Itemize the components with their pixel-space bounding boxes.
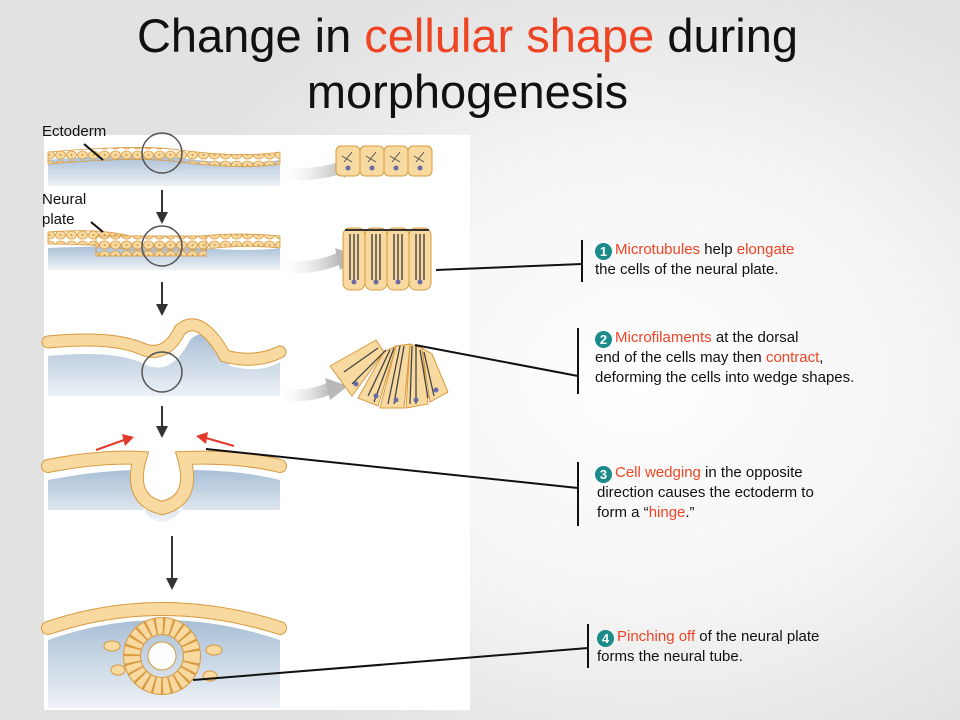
- cuboidal-cells-closeup: [335, 145, 433, 177]
- step-3-badge: 3: [595, 466, 612, 483]
- hinge-text: hinge: [648, 504, 686, 521]
- title-accent-text: cellular shape: [364, 9, 655, 62]
- title-line-1: Change in cellular shape during: [0, 8, 935, 64]
- slide-title: Change in cellular shape during morphoge…: [0, 8, 935, 120]
- step-2-line-2: end of the cells may then contract,: [595, 348, 854, 368]
- microfilaments-text: Microfilaments: [615, 329, 712, 346]
- step-3-line-2: direction causes the ectoderm to: [597, 484, 814, 501]
- down-arrow-4: [166, 536, 178, 590]
- cell-wedging-text: Cell wedging: [615, 464, 701, 481]
- step-4-text: of the neural plate: [695, 628, 820, 645]
- neural-plate-label-line2: plate: [42, 211, 75, 228]
- stage-1-ectoderm: [47, 132, 433, 186]
- ectoderm-pointer: [83, 143, 104, 161]
- step-1-line-2: the cells of the neural plate.: [595, 261, 779, 278]
- step-4-badge: 4: [597, 630, 614, 647]
- red-arrow-right: [196, 432, 235, 447]
- step-2-badge: 2: [595, 331, 612, 348]
- neural-plate-pointer: [90, 221, 104, 233]
- step-1-text: help: [700, 241, 737, 258]
- step-3-line-3: form a “hinge.”: [595, 503, 814, 523]
- title-line-2: morphogenesis: [306, 65, 629, 118]
- grey-arrow: [325, 378, 348, 400]
- microtubules-text: Microtubules: [615, 241, 701, 258]
- neural-plate-label-line1: Neural: [42, 191, 87, 208]
- step-4-line-2: forms the neural tube.: [597, 648, 743, 665]
- step-1-badge: 1: [595, 243, 612, 260]
- step-3-line-3-end: .”: [685, 504, 695, 521]
- red-arrow-left: [95, 434, 134, 451]
- stage-5-neural-tube: [41, 602, 287, 708]
- ectoderm-label: Ectoderm: [42, 123, 107, 140]
- step-2-comma: ,: [819, 349, 824, 366]
- down-arrow-2: [156, 282, 168, 316]
- wedge-cells-closeup: [329, 339, 449, 409]
- stage-3-folding: [41, 318, 449, 409]
- title-text-end: during: [654, 9, 799, 62]
- zoom-circle: [141, 351, 183, 393]
- pinching-off-text: Pinching off: [617, 628, 696, 645]
- stage-4-hinge: [41, 432, 287, 522]
- step-2-line-2-text: end of the cells may then: [595, 349, 766, 366]
- zoom-circle: [141, 225, 183, 267]
- contract-text: contract: [765, 349, 820, 366]
- step-2-text: at the dorsal: [711, 329, 799, 346]
- zoom-circle: [141, 132, 183, 174]
- step-2-line-3: deforming the cells into wedge shapes.: [595, 369, 855, 386]
- elongated-cells-closeup: [342, 227, 432, 291]
- title-text: Change in: [136, 9, 365, 62]
- callout-lines: [192, 240, 589, 681]
- step-3-line-3-text: form a “: [597, 504, 649, 521]
- stage-2-neural-plate: [47, 225, 432, 291]
- step-3-text: in the opposite: [700, 464, 803, 481]
- down-arrow-3: [156, 406, 168, 438]
- elongate-text: elongate: [736, 241, 795, 258]
- down-arrow-1: [156, 190, 168, 224]
